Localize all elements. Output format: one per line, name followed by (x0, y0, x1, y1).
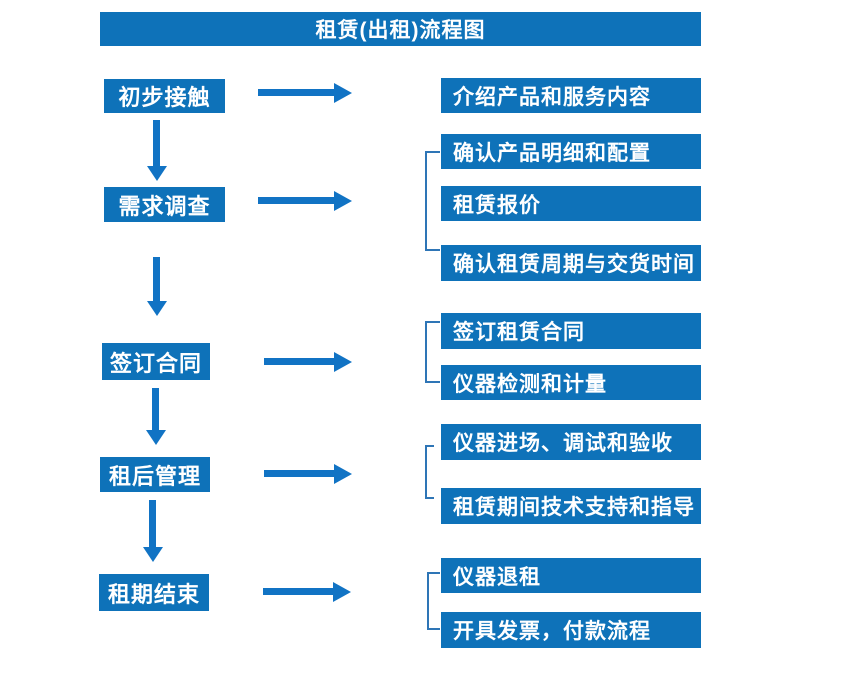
step-box-initial-contact: 初步接触 (104, 79, 225, 113)
bracket-connector (427, 572, 440, 630)
detail-box-confirm-rental-period: 确认租赁周期与交货时间 (441, 245, 701, 281)
step-box-demand-survey: 需求调查 (104, 187, 225, 222)
detail-box-sign-rental-contract: 签订租赁合同 (441, 313, 701, 349)
down-arrow-icon (153, 120, 160, 166)
detail-box-confirm-product-details: 确认产品明细和配置 (441, 134, 701, 169)
bracket-connector (425, 445, 434, 499)
down-arrow-icon (149, 500, 156, 547)
flowchart-title: 租赁(出租)流程图 (100, 12, 701, 46)
right-arrow-icon (258, 89, 334, 96)
right-arrow-icon (263, 588, 333, 595)
detail-box-invoice-payment: 开具发票，付款流程 (441, 612, 701, 648)
right-arrow-icon (264, 470, 334, 477)
down-arrow-icon (152, 388, 159, 430)
bracket-connector (425, 151, 440, 251)
right-arrow-icon (258, 197, 334, 204)
detail-box-introduce-products: 介绍产品和服务内容 (441, 78, 701, 113)
detail-box-instrument-setup-acceptance: 仪器进场、调试和验收 (441, 424, 701, 460)
detail-box-technical-support: 租赁期间技术支持和指导 (441, 488, 701, 524)
step-box-sign-contract: 签订合同 (102, 343, 210, 380)
right-arrow-icon (264, 358, 334, 365)
step-box-rental-end: 租期结束 (99, 574, 209, 611)
step-box-post-rental-management: 租后管理 (100, 457, 210, 492)
detail-box-instrument-return: 仪器退租 (441, 558, 701, 593)
down-arrow-icon (153, 257, 160, 301)
bracket-connector (425, 321, 440, 383)
detail-box-instrument-testing: 仪器检测和计量 (441, 365, 701, 400)
detail-box-rental-quote: 租赁报价 (441, 186, 701, 221)
